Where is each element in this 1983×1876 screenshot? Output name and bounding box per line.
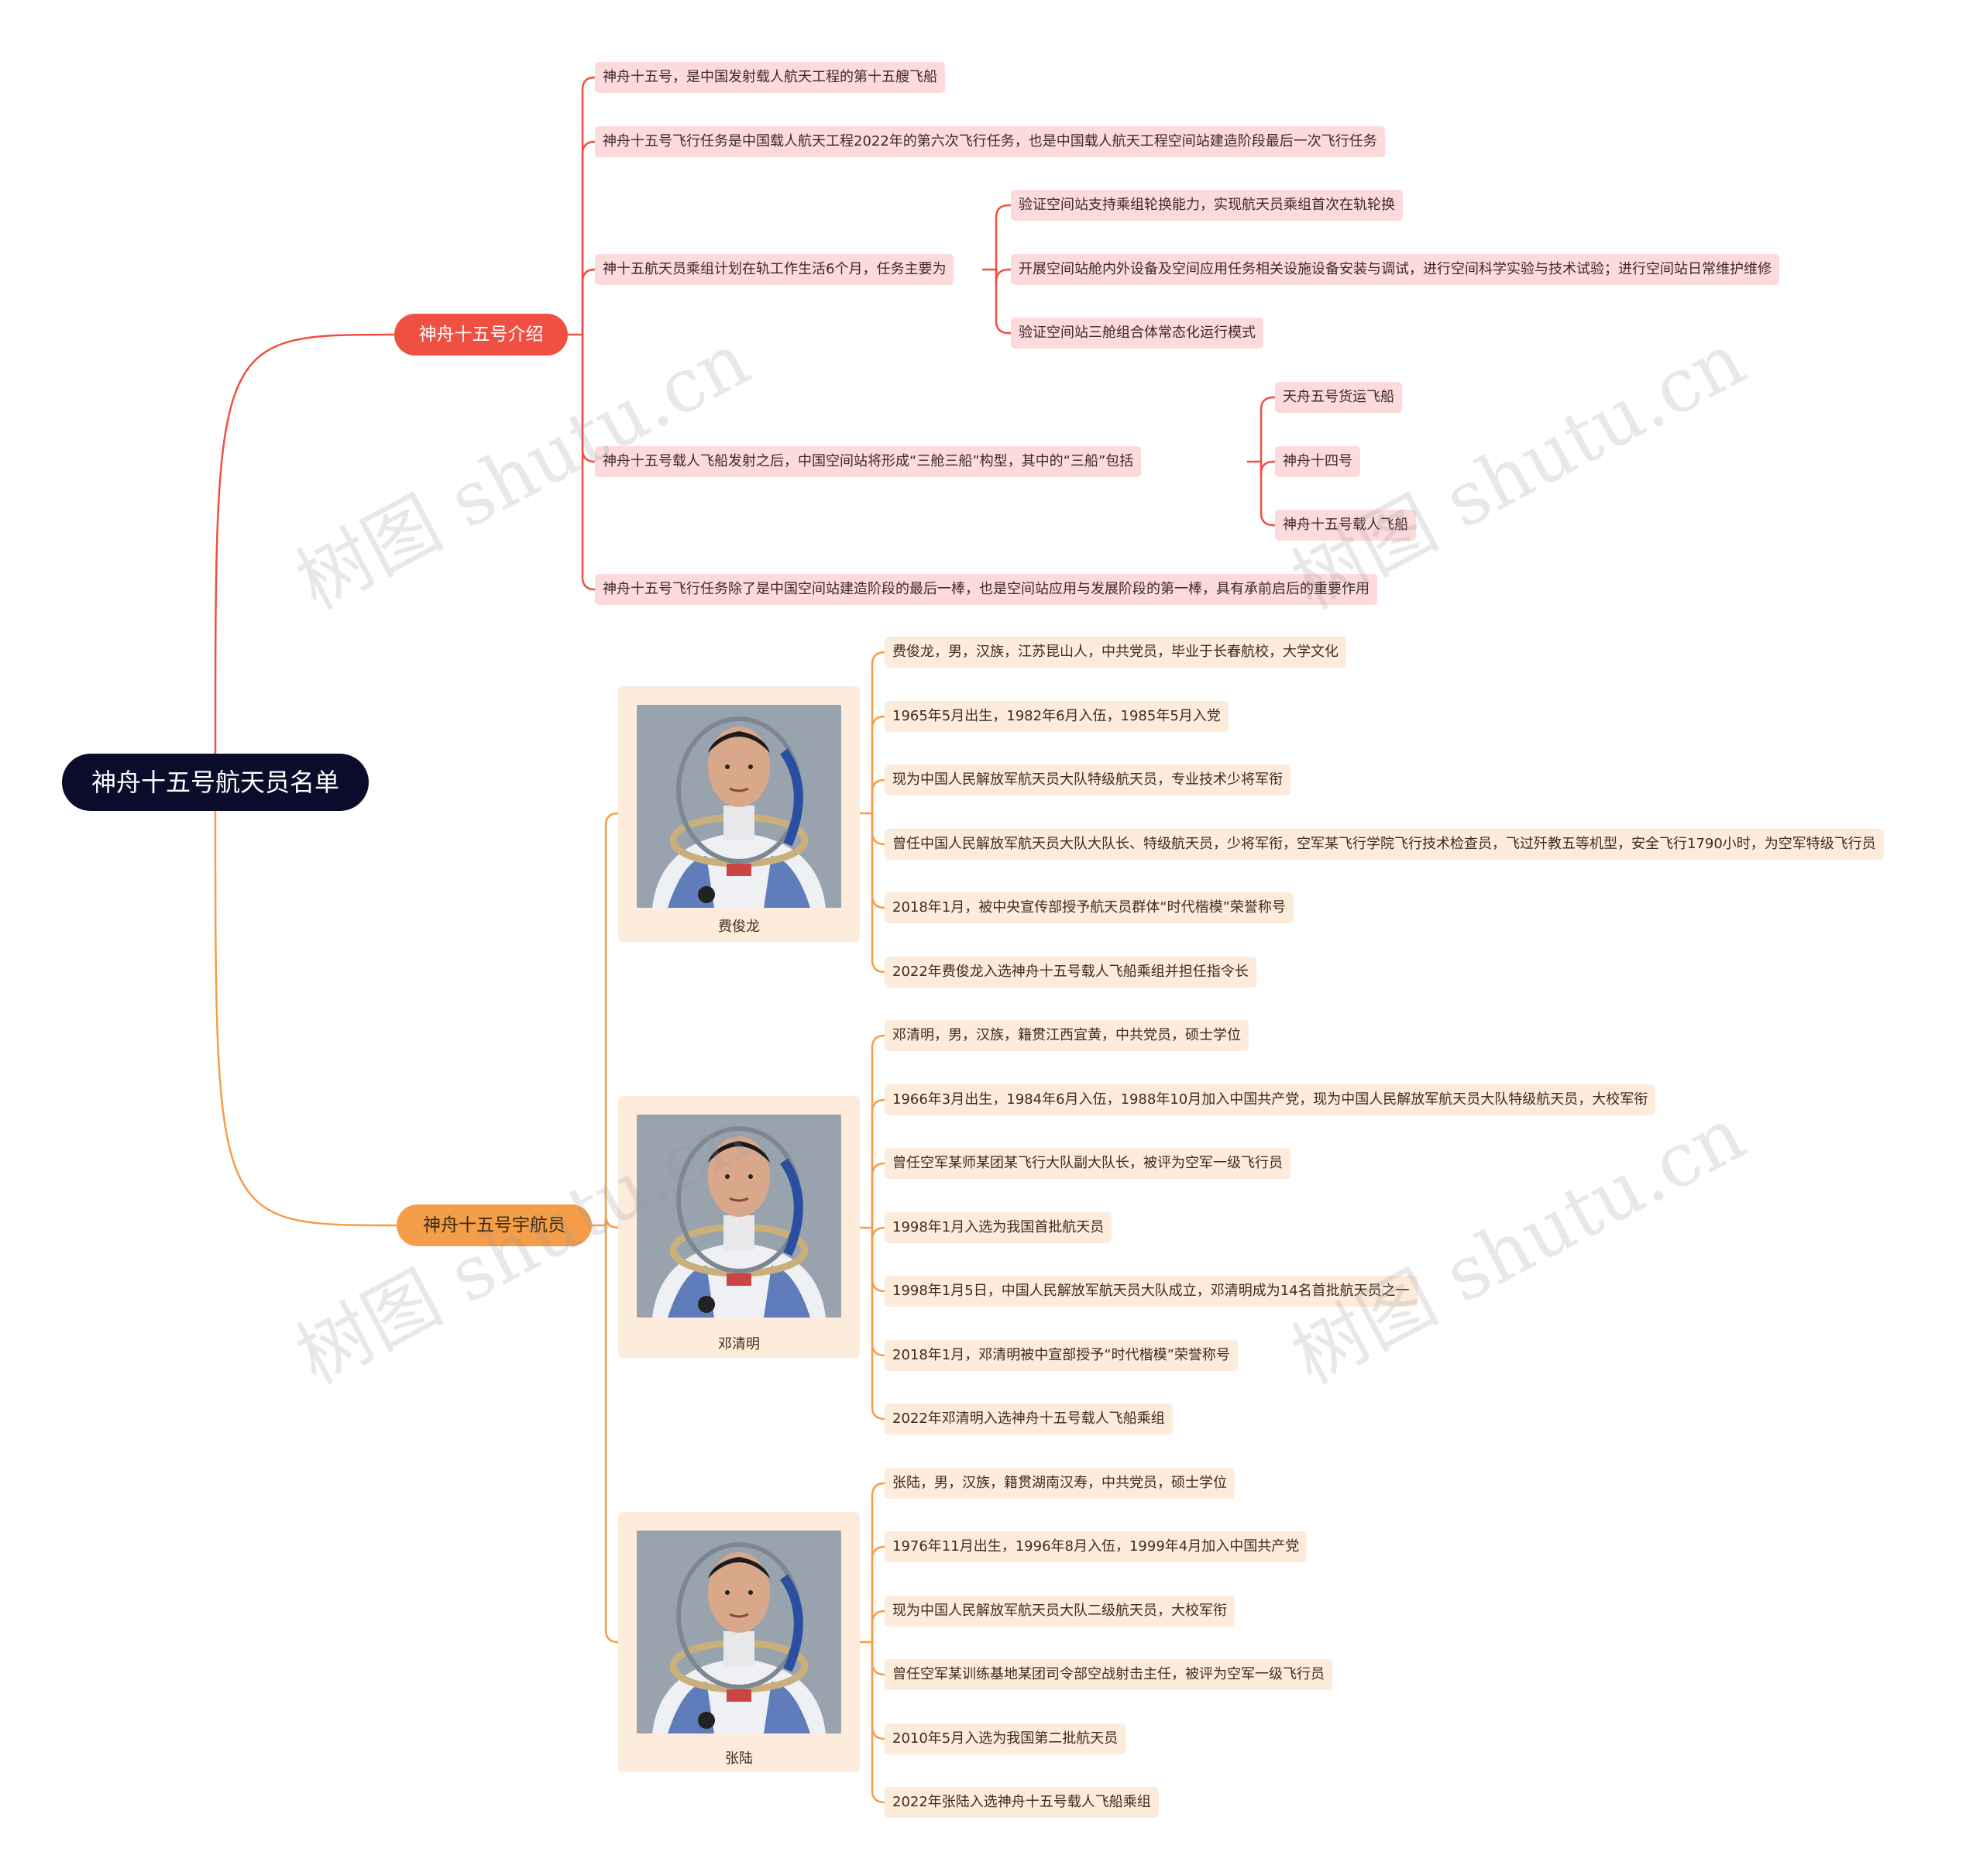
fact-deng-5[interactable]: 1998年1月5日，中国人民解放军航天员大队成立，邓清明成为14名首批航天员之一: [885, 1276, 1418, 1307]
connector: [581, 335, 596, 591]
connector: [871, 1482, 885, 1642]
connector: [871, 813, 885, 974]
connector: [871, 1228, 885, 1421]
connector: [995, 270, 1011, 335]
ship-item-3[interactable]: 神舟十五号载人飞船: [1275, 510, 1416, 541]
fact-deng-6[interactable]: 2018年1月，邓清明被中宣部授予“时代楷模”荣誉称号: [885, 1340, 1238, 1371]
fact-zhang-2[interactable]: 1976年11月出生，1996年8月入伍，1999年4月加入中国共产党: [885, 1531, 1308, 1562]
connector: [871, 1610, 885, 1642]
connector: [604, 1225, 619, 1644]
connector: [871, 1034, 885, 1228]
connector: [214, 333, 395, 754]
root-topic[interactable]: 神舟十五号航天员名单: [62, 754, 369, 811]
connector: [995, 204, 1011, 270]
connector: [871, 715, 885, 813]
connector: [871, 1098, 885, 1228]
connector: [604, 812, 619, 1225]
astronaut-name: 张陆: [725, 1751, 753, 1767]
connector: [581, 140, 596, 335]
connector: [581, 76, 596, 335]
connector: [581, 335, 596, 463]
task-item-1[interactable]: 验证空间站支持乘组轮换能力，实现航天员乘组首次在轨轮换: [1011, 190, 1403, 221]
fact-fei-2[interactable]: 1965年5月出生，1982年6月入伍，1985年5月入党: [885, 701, 1229, 732]
branch-crew[interactable]: 神舟十五号宇航员: [397, 1204, 592, 1246]
branch-intro[interactable]: 神舟十五号介绍: [394, 314, 568, 356]
fact-zhang-3[interactable]: 现为中国人民解放军航天员大队二级航天员，大校军衔: [885, 1596, 1235, 1627]
fact-zhang-1[interactable]: 张陆，男，汉族，籍贯湖南汉寿，中共党员，硕士学位: [885, 1468, 1235, 1499]
fact-fei-6[interactable]: 2022年费俊龙入选神舟十五号载人飞船乘组并担任指令长: [885, 957, 1256, 988]
connector: [1260, 460, 1275, 475]
intro-item-2[interactable]: 神舟十五号飞行任务是中国载人航天工程2022年的第六次飞行任务，也是中国载人航天…: [595, 126, 1385, 157]
intro-item-4[interactable]: 神舟十五号载人飞船发射之后，中国空间站将形成“三舱三船”构型，其中的“三船”包括: [595, 446, 1142, 477]
fact-zhang-6[interactable]: 2022年张陆入选神舟十五号载人飞船乘组: [885, 1787, 1159, 1818]
connector: [581, 268, 596, 335]
astronaut-name: 费俊龙: [718, 919, 760, 935]
connector: [871, 1226, 885, 1241]
fact-deng-1[interactable]: 邓清明，男，汉族，籍贯江西宜黄，中共党员，硕士学位: [885, 1020, 1249, 1051]
connector: [871, 651, 885, 813]
astronaut-card-deng[interactable]: 邓清明: [618, 1096, 860, 1358]
connector: [871, 1642, 885, 1740]
connector: [1260, 462, 1275, 527]
fact-zhang-4[interactable]: 曾任空军某训练基地某团司令部空战射击主任，被评为空军一级飞行员: [885, 1659, 1332, 1690]
fact-fei-4[interactable]: 曾任中国人民解放军航天员大队大队长、特级航天员，少将军衔，空军某飞行学院飞行技术…: [885, 829, 1884, 860]
connector: [871, 813, 885, 909]
astronaut-photo: [637, 1531, 841, 1733]
fact-fei-5[interactable]: 2018年1月，被中央宣传部授予航天员群体“时代楷模”荣誉称号: [885, 892, 1294, 923]
ship-item-1[interactable]: 天舟五号货运飞船: [1275, 382, 1402, 413]
astronaut-card-fei[interactable]: 费俊龙: [618, 686, 860, 942]
fact-fei-1[interactable]: 费俊龙，男，汉族，江苏昆山人，中共党员，毕业于长春航校，大学文化: [885, 637, 1346, 668]
astronaut-photo: [637, 705, 841, 908]
task-item-2[interactable]: 开展空间站舱内外设备及空间应用任务相关设施设备安装与调试，进行空间科学实验与技术…: [1011, 254, 1779, 285]
connector: [871, 1545, 885, 1642]
connector: [1260, 396, 1275, 462]
intro-item-5[interactable]: 神舟十五号飞行任务除了是中国空间站建造阶段的最后一棒，也是空间站应用与发展阶段的…: [595, 574, 1377, 605]
astronaut-card-zhang[interactable]: 张陆: [618, 1512, 860, 1772]
connector: [871, 813, 885, 846]
intro-item-3[interactable]: 神十五航天员乘组计划在轨工作生活6个月，任务主要为: [595, 254, 954, 285]
fact-zhang-5[interactable]: 2010年5月入选为我国第二批航天员: [885, 1723, 1126, 1754]
connector: [871, 1228, 885, 1293]
connector: [871, 1642, 885, 1676]
connector: [995, 268, 1011, 283]
connector: [871, 778, 885, 813]
connector: [871, 1162, 885, 1228]
intro-item-1[interactable]: 神舟十五号，是中国发射载人航天工程的第十五艘飞船: [595, 62, 945, 93]
astronaut-name: 邓清明: [718, 1336, 760, 1352]
fact-deng-2[interactable]: 1966年3月出生，1984年6月入伍，1988年10月加入中国共产党，现为中国…: [885, 1084, 1656, 1115]
astronaut-photo: [637, 1115, 841, 1318]
connector: [871, 1642, 885, 1804]
fact-fei-3[interactable]: 现为中国人民解放军航天员大队特级航天员，专业技术少将军衔: [885, 764, 1290, 795]
connector: [604, 1215, 619, 1229]
ship-item-2[interactable]: 神舟十四号: [1275, 446, 1360, 477]
connector: [214, 810, 397, 1227]
task-item-3[interactable]: 验证空间站三舱组合体常态化运行模式: [1011, 318, 1263, 349]
fact-deng-7[interactable]: 2022年邓清明入选神舟十五号载人飞船乘组: [885, 1404, 1173, 1434]
fact-deng-3[interactable]: 曾任空军某师某团某飞行大队副大队长，被评为空军一级飞行员: [885, 1148, 1290, 1179]
fact-deng-4[interactable]: 1998年1月入选为我国首批航天员: [885, 1212, 1112, 1243]
